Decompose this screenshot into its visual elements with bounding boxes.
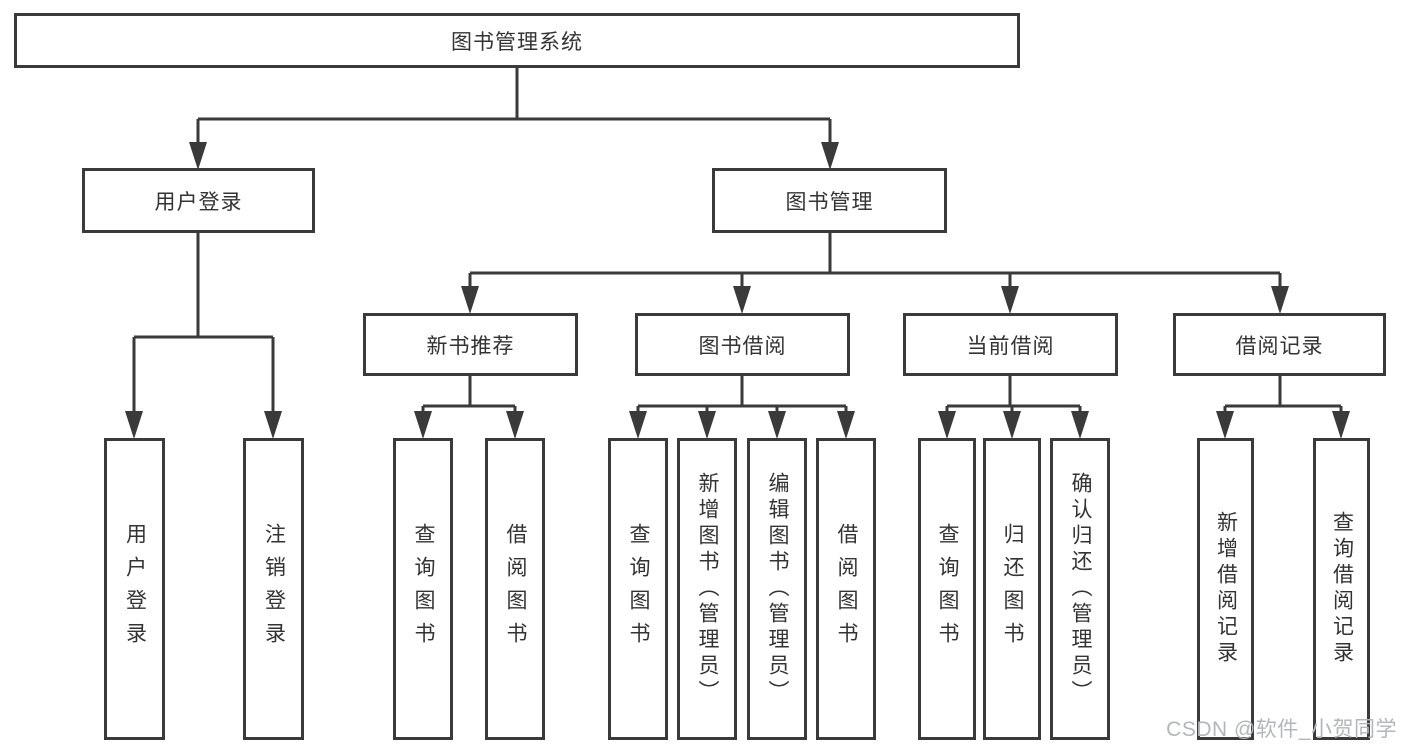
leaf-label: 注销登录 <box>262 523 286 655</box>
leaf-return-books: 归还图书 <box>983 438 1041 740</box>
node-library-system-root: 图书管理系统 <box>14 13 1020 68</box>
leaf-add-borrow-record: 新增借阅记录 <box>1197 438 1254 740</box>
leaf-query-books-current: 查询图书 <box>918 438 976 740</box>
node-borrow-records: 借阅记录 <box>1173 313 1386 376</box>
leaf-label: 新增借阅记录 <box>1214 511 1238 667</box>
node-book-borrow: 图书借阅 <box>635 313 850 376</box>
node-user-login: 用户登录 <box>82 168 315 233</box>
leaf-label: 查询图书 <box>412 523 435 655</box>
leaf-label: 查询图书 <box>936 523 959 655</box>
node-current-borrow: 当前借阅 <box>903 313 1118 376</box>
leaf-label: 编辑图书（管理员） <box>766 472 789 706</box>
leaf-label: 借阅图书 <box>504 523 527 655</box>
leaf-logout: 注销登录 <box>243 438 304 740</box>
leaf-edit-books-admin: 编辑图书（管理员） <box>747 438 807 740</box>
leaf-label: 查询借阅记录 <box>1330 511 1354 667</box>
leaf-label: 新增图书（管理员） <box>696 472 719 706</box>
leaf-user-login: 用户登录 <box>104 438 165 740</box>
leaf-add-books-admin: 新增图书（管理员） <box>677 438 737 740</box>
node-new-book-recommend: 新书推荐 <box>363 313 578 376</box>
leaf-confirm-return-admin: 确认归还（管理员） <box>1050 438 1110 740</box>
leaf-label: 查询图书 <box>627 523 650 655</box>
leaf-label: 用户登录 <box>123 523 147 655</box>
leaf-query-books-recommend: 查询图书 <box>393 438 453 740</box>
leaf-borrow-books: 借阅图书 <box>816 438 876 740</box>
leaf-label: 确认归还（管理员） <box>1069 472 1092 706</box>
leaf-borrow-books-recommend: 借阅图书 <box>485 438 545 740</box>
leaf-label: 归还图书 <box>1001 523 1024 655</box>
leaf-query-books-borrow: 查询图书 <box>608 438 668 740</box>
node-book-management: 图书管理 <box>712 168 947 233</box>
leaf-label: 借阅图书 <box>835 523 858 655</box>
leaf-query-borrow-record: 查询借阅记录 <box>1313 438 1370 740</box>
